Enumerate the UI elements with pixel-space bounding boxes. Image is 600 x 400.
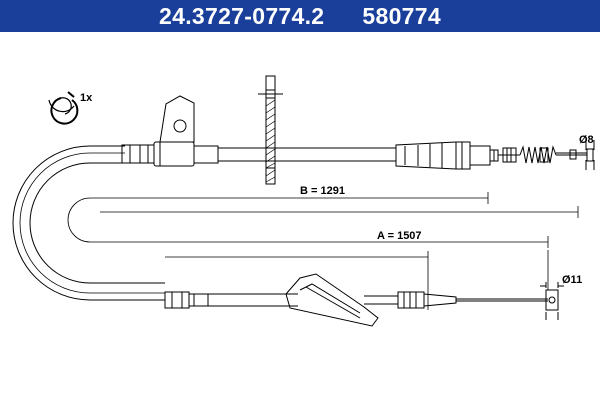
reference-number: 580774 [362, 2, 441, 29]
dimension-b-line [67, 192, 579, 243]
cable-drawing: 1x [12, 75, 595, 327]
mounting-bracket [159, 95, 195, 143]
part-number: 24.3727-0774.2 [159, 2, 325, 29]
return-spring [519, 145, 590, 164]
lower-mounting-bracket [285, 273, 379, 327]
cable-end-nipple [540, 250, 564, 320]
clip-quantity-label: 1x [80, 92, 93, 104]
upper-end-fitting [455, 141, 520, 170]
end-diameter-dimension [585, 140, 595, 170]
nipple-diameter-label: Ø11 [562, 274, 582, 286]
lower-conduit-assembly [164, 291, 298, 309]
title-bar: 24.3727-0774.2 580774 [0, 0, 600, 32]
dimension-a-label: A = 1507 [377, 230, 422, 242]
upper-conduit-assembly [121, 141, 195, 167]
dimension-a-line [165, 236, 549, 310]
end-diameter-label: Ø8 [579, 134, 594, 146]
upper-sheath [194, 141, 457, 170]
dimension-b-label: B = 1291 [300, 185, 345, 197]
sheath-grommet [258, 75, 283, 185]
lower-sheath [364, 291, 548, 309]
retaining-clip-icon [48, 91, 79, 125]
cable-loop [12, 145, 165, 301]
